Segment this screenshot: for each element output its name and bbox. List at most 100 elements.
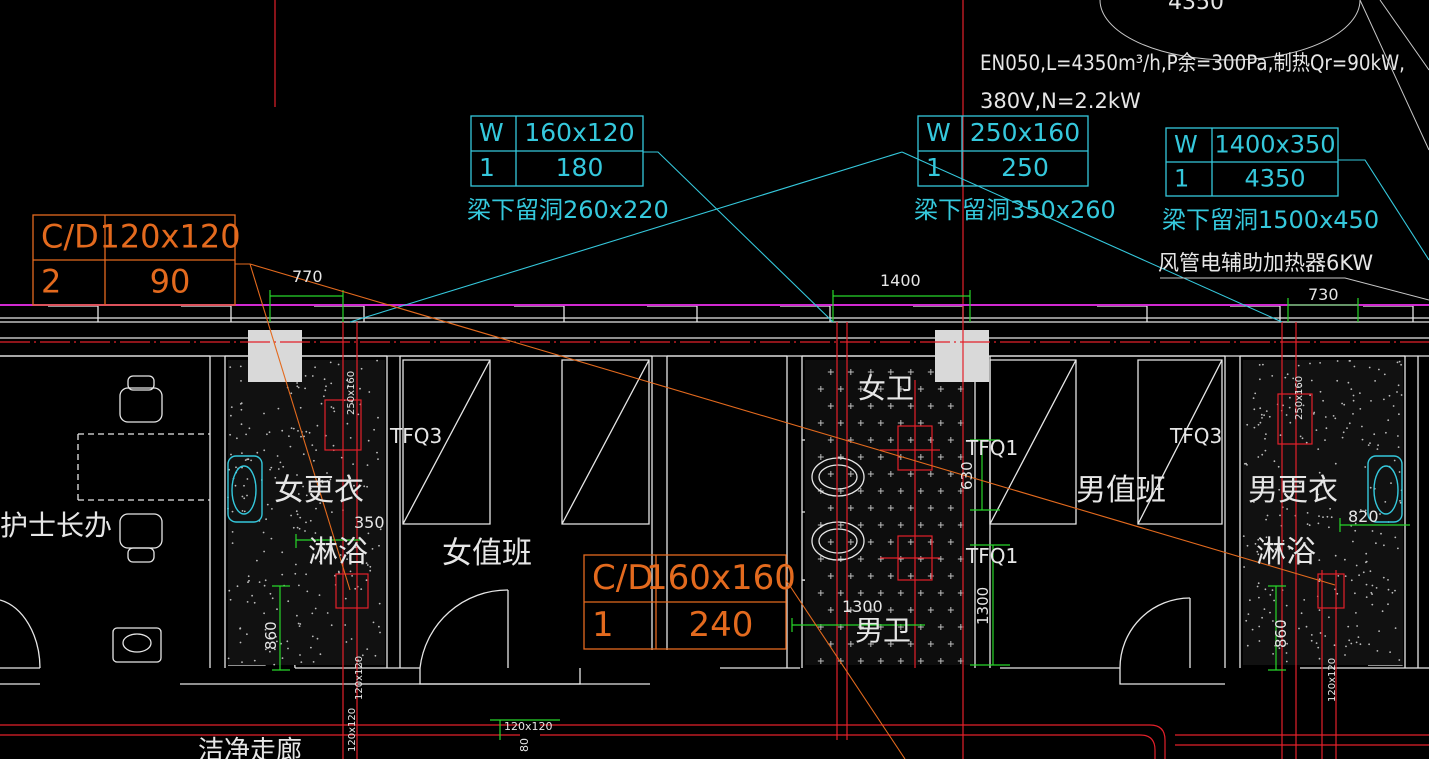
speckle-dot [1317,493,1319,496]
tile-plus [847,539,854,545]
tag-count: 1 [926,153,942,182]
floor-plan-walls [0,305,1429,685]
speckle-dot [1352,540,1354,543]
tile-plus [867,641,874,647]
speckle-dot [1368,643,1370,646]
speckle-dot [329,478,332,481]
speckle-dot [1387,579,1389,581]
speckle-dot [1394,627,1397,629]
tile-plus [867,573,874,579]
speckle-dot [304,375,307,377]
speckle-dot [352,463,354,465]
dimension-lines [269,290,1410,740]
tile-plus [947,471,954,477]
tile-plus [947,403,954,409]
tile-plus [907,573,914,579]
speckle-dot [304,530,306,532]
speckle-dot [1383,373,1386,376]
speckle-dot [1352,413,1354,415]
speckle-dot [1264,437,1266,440]
speckle-dot [1332,415,1335,417]
speckle-dot [1256,585,1259,588]
tile-plus [877,590,884,596]
speckle-dot [286,640,289,643]
speckle-dot [1376,448,1379,450]
speckle-dot [256,559,258,562]
speckle-dot [236,585,239,588]
speckle-dot [302,453,305,456]
dimension-730: 730 [1308,285,1339,304]
speckle-dot [326,612,329,614]
speckle-dot [246,478,249,480]
speckle-dot [287,647,289,650]
speckle-dot [1273,599,1275,602]
speckle-dot [379,528,382,531]
speckle-dot [360,588,363,590]
room-male-duty: 男值班 [1076,473,1166,508]
speckle-dot [1371,603,1374,606]
speckle-dot [346,422,349,425]
speckle-dot [1368,366,1371,369]
speckle-dot [1346,427,1348,429]
speckle-dot [311,375,314,377]
speckle-dot [374,654,377,657]
speckle-dot [239,365,242,368]
room-female-duty: 女值班 [442,536,532,571]
speckle-dot [1259,407,1262,410]
room-female-locker: 女更衣 [274,473,364,508]
speckle-dot [1378,630,1380,632]
tile-plus [937,386,944,392]
speckle-dot [1300,612,1303,615]
tile-plus [817,658,824,664]
speckle-dot [290,514,292,517]
speckle-dot [330,406,333,408]
speckle-dot [1258,640,1261,642]
speckle-dot [1393,459,1396,462]
speckle-dot [1387,419,1390,422]
speckle-dot [241,510,244,512]
speckle-dot [281,551,284,554]
speckle-dot [1264,449,1267,452]
speckle-dot [1385,431,1387,434]
tile-plus [887,437,894,443]
speckle-dot [319,484,322,487]
speckle-dot [258,581,261,583]
speckle-dot [1398,413,1400,416]
tile-plus [847,369,854,375]
tile-plus [857,488,864,494]
speckle-dot [263,612,265,615]
tile-plus [867,505,874,511]
speckle-dot [296,382,298,384]
tile-plus [897,556,904,562]
speckle-dot [334,556,336,559]
speckle-dot [239,403,242,405]
speckle-dot [321,481,324,484]
speckle-dot [324,389,327,392]
speckle-dot [240,423,243,426]
tile-plus [907,369,914,375]
speckle-dot [346,558,348,560]
tag-type: W [926,118,951,147]
speckle-dot [1265,433,1267,435]
speckle-dot [1308,524,1311,527]
speckle-dot [305,521,307,524]
speckle-dot [332,407,335,410]
speckle-dot [262,531,265,534]
tile-plus [937,624,944,630]
speckle-dot [1285,652,1288,654]
tile-plus [877,522,884,528]
duct-size-label: 250x160 [346,371,357,415]
tag-type: W [479,118,504,147]
speckle-dot [263,584,266,587]
speckle-dot [344,554,347,557]
speckle-dot [256,451,259,454]
speckle-dot [292,526,295,529]
speckle-dot [311,612,314,615]
speckle-dot [1365,552,1368,555]
speckle-dot [1396,361,1399,364]
speckle-dot [1274,548,1277,551]
speckle-dot [1318,471,1321,474]
speckle-dot [297,386,300,389]
